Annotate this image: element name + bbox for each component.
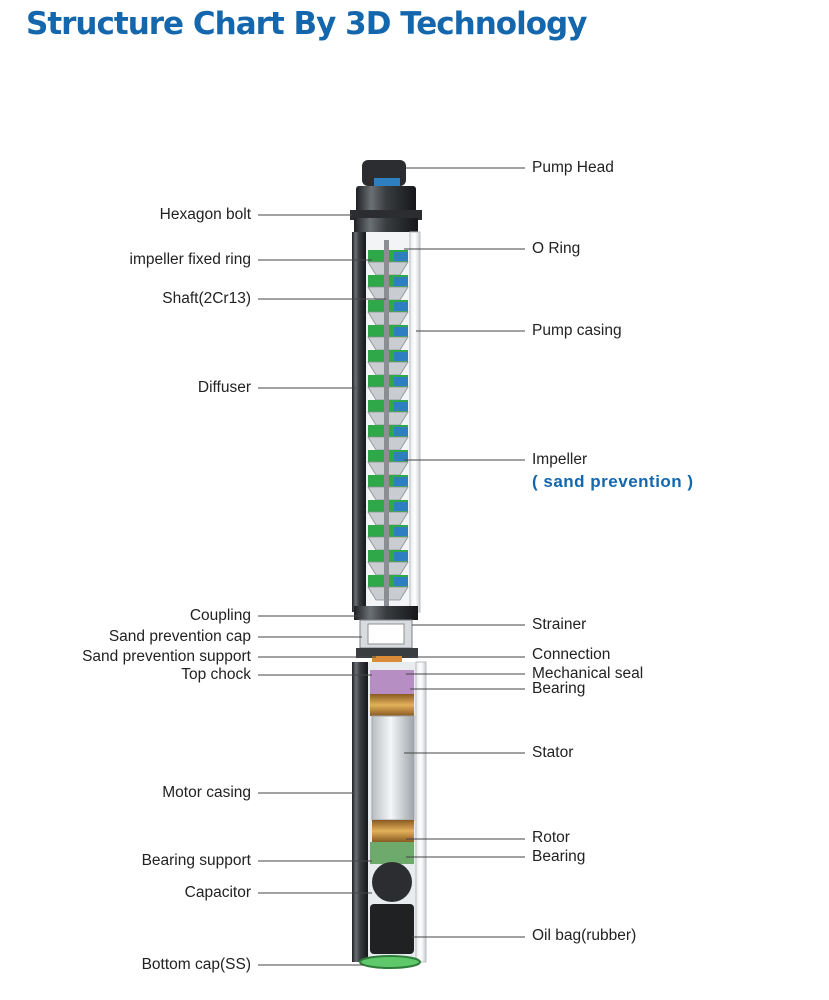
- label-shaft: Shaft(2Cr13): [162, 290, 251, 307]
- label-bearing-bottom: Bearing: [532, 848, 586, 865]
- label-motor-casing: Motor casing: [162, 784, 251, 801]
- page-title: Structure Chart By 3D Technology: [26, 6, 587, 42]
- label-o-ring: O Ring: [532, 240, 581, 257]
- motor-casing-part: [352, 661, 427, 969]
- label-stator: Stator: [532, 744, 574, 761]
- label-top-chock: Top chock: [181, 666, 251, 683]
- shaft-part: [384, 240, 389, 640]
- label-connection: Connection: [532, 646, 611, 663]
- label-mechanical-seal: Mechanical seal: [532, 665, 644, 682]
- label-impeller-fixed-ring: impeller fixed ring: [129, 251, 251, 268]
- label-coupling: Coupling: [189, 607, 251, 624]
- label-pump-casing: Pump casing: [532, 322, 622, 339]
- label-impeller: Impeller: [532, 451, 588, 468]
- leader-lines-right: [404, 167, 525, 938]
- leader-lines-left: [258, 214, 386, 966]
- label-capacitor: Capacitor: [184, 884, 251, 901]
- label-strainer: Strainer: [532, 616, 587, 633]
- label-bearing-support: Bearing support: [141, 852, 251, 869]
- label-hexagon-bolt: Hexagon bolt: [159, 206, 251, 223]
- label-diffuser: Diffuser: [197, 379, 251, 396]
- label-sand-prevention-cap: Sand prevention cap: [108, 628, 251, 645]
- label-sand-prevention-support: Sand prevention support: [82, 648, 251, 665]
- label-bearing-top: Bearing: [532, 680, 586, 697]
- strainer-coupling-part: [354, 606, 418, 670]
- label-pump-head: Pump Head: [532, 159, 614, 176]
- label-oil-bag: Oil bag(rubber): [532, 927, 637, 944]
- label-sand-prevention-note: ( sand prevention ): [532, 472, 694, 491]
- label-rotor: Rotor: [532, 829, 570, 846]
- pump-head-part: [350, 160, 422, 234]
- impeller-stage: [367, 300, 409, 326]
- label-bottom-cap: Bottom cap(SS): [141, 956, 251, 973]
